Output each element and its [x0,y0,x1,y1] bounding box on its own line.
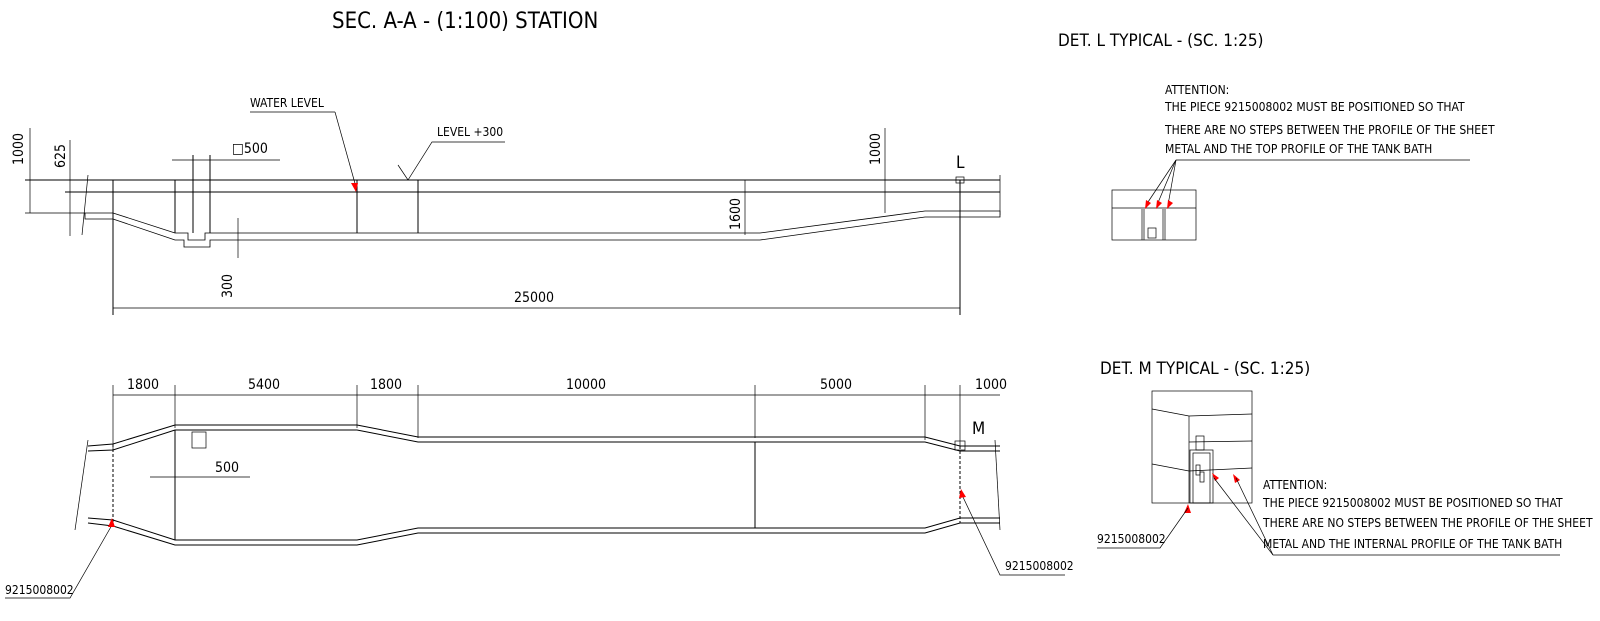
tank-floor [84,210,1001,248]
det-l-note-line: METAL AND THE TOP PROFILE OF THE TANK BA… [1165,142,1432,156]
detail-m: DET. M TYPICAL - (SC. 1:25) 9215008002 A… [1097,359,1593,556]
square-500-label: □500 [232,141,268,157]
detail-l: DET. L TYPICAL - (SC. 1:25) ATTENTION: T… [1058,31,1495,241]
dim-5000: 5000 [820,377,852,393]
dim-625: 625 [53,144,69,168]
det-l-note-line: ATTENTION: [1165,83,1229,97]
detail-marker-l: L [956,153,965,173]
dim-1800-b: 1800 [370,377,402,393]
det-m-note-line: THERE ARE NO STEPS BETWEEN THE PROFILE O… [1262,516,1593,530]
dim-300: 300 [220,274,236,298]
dim-10000: 10000 [566,377,606,393]
level-300-label: LEVEL +300 [437,125,503,139]
section-a-a: SEC. A-A - (1:100) STATION □500 1000 625… [11,9,1001,315]
water-level-label: WATER LEVEL [250,96,324,110]
det-l-note-line: THE PIECE 9215008002 MUST BE POSITIONED … [1164,100,1465,114]
det-m-note-line: THE PIECE 9215008002 MUST BE POSITIONED … [1262,496,1563,510]
det-m-title: DET. M TYPICAL - (SC. 1:25) [1100,359,1310,379]
piece-label-left: 9215008002 [5,583,74,597]
det-m-piece-label: 9215008002 [1097,532,1166,546]
detail-marker-m: M [972,419,985,439]
dim-1000-right: 1000 [868,133,884,165]
det-m-note-line: METAL AND THE INTERNAL PROFILE OF THE TA… [1263,537,1562,551]
piece-label-right: 9215008002 [1005,559,1074,573]
det-l-note-line: THERE ARE NO STEPS BETWEEN THE PROFILE O… [1164,123,1495,137]
dim-1000: 1000 [975,377,1007,393]
dim-25000: 25000 [514,290,554,306]
dim-1000-left: 1000 [11,133,27,165]
dim-5400: 5400 [248,377,280,393]
dim-1600: 1600 [728,198,744,230]
dim-500: 500 [215,460,239,476]
det-m-note-line: ATTENTION: [1263,478,1327,492]
section-title: SEC. A-A - (1:100) STATION [332,9,598,34]
plan-view: 1800 5400 1800 10000 5000 1000 500 M 921… [5,377,1074,599]
det-l-title: DET. L TYPICAL - (SC. 1:25) [1058,31,1264,51]
dim-1800-a: 1800 [127,377,159,393]
